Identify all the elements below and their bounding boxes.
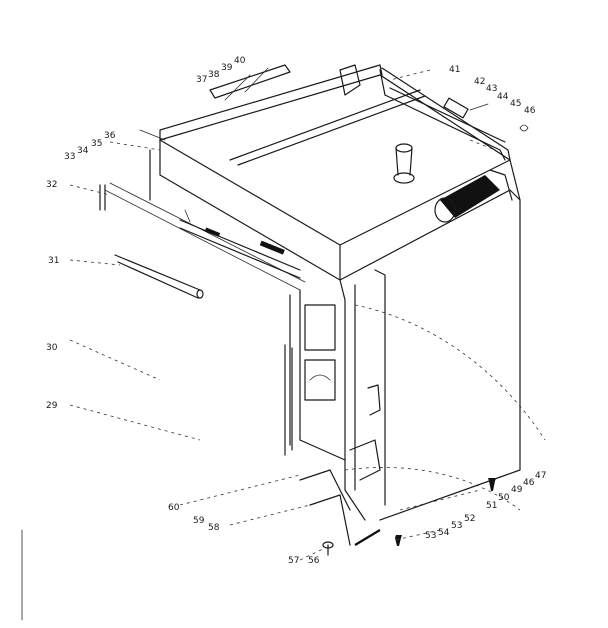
callout-53-left: 53: [425, 531, 436, 541]
callout-38: 38: [208, 70, 220, 80]
callout-29: 29: [46, 401, 58, 411]
callout-45: 45: [510, 99, 521, 109]
callout-52: 52: [464, 514, 475, 524]
callout-40: 40: [234, 56, 246, 66]
callout-46-top: 46: [524, 106, 536, 116]
callout-60: 60: [168, 503, 180, 513]
callout-59: 59: [193, 516, 205, 526]
callout-58: 58: [208, 523, 220, 533]
callout-50: 50: [498, 493, 510, 503]
control-strip: [179, 209, 301, 279]
rod-part: [114, 254, 204, 299]
callout-labels: 37 38 39 40 41 42 43 44 45 46 33 34 35 3…: [46, 56, 546, 566]
callout-32: 32: [46, 180, 57, 190]
callout-37: 37: [196, 75, 207, 85]
callout-36: 36: [104, 131, 116, 141]
callout-57: 57: [288, 556, 299, 566]
roller-hatched: [434, 169, 513, 223]
rear-rail-assembly: [209, 64, 386, 101]
bottom-hinge-assembly: [299, 439, 402, 556]
door-arc: [344, 269, 546, 511]
cabinet-body: [104, 64, 521, 521]
callout-54: 54: [438, 528, 450, 538]
callout-49: 49: [511, 485, 523, 495]
left-bracket: [99, 129, 166, 211]
callout-41: 41: [449, 65, 460, 75]
callout-39: 39: [221, 63, 233, 73]
inner-mechanism: [284, 304, 336, 456]
screw-set-right: [399, 478, 496, 511]
callout-46-bottom: 46: [523, 478, 535, 488]
callout-43: 43: [486, 84, 497, 94]
callout-31: 31: [48, 256, 59, 266]
top-knob: [393, 143, 415, 184]
right-rail-assembly: [384, 87, 529, 161]
callout-35: 35: [91, 139, 102, 149]
callout-34: 34: [77, 146, 89, 156]
callout-56: 56: [308, 556, 320, 566]
callout-30: 30: [46, 343, 58, 353]
callout-51: 51: [486, 501, 497, 511]
callout-42: 42: [474, 77, 485, 87]
callout-47: 47: [535, 471, 546, 481]
leader-lines: [69, 69, 496, 561]
callout-33: 33: [64, 152, 75, 162]
callout-44: 44: [497, 92, 509, 102]
callout-53-right: 53: [451, 521, 462, 531]
